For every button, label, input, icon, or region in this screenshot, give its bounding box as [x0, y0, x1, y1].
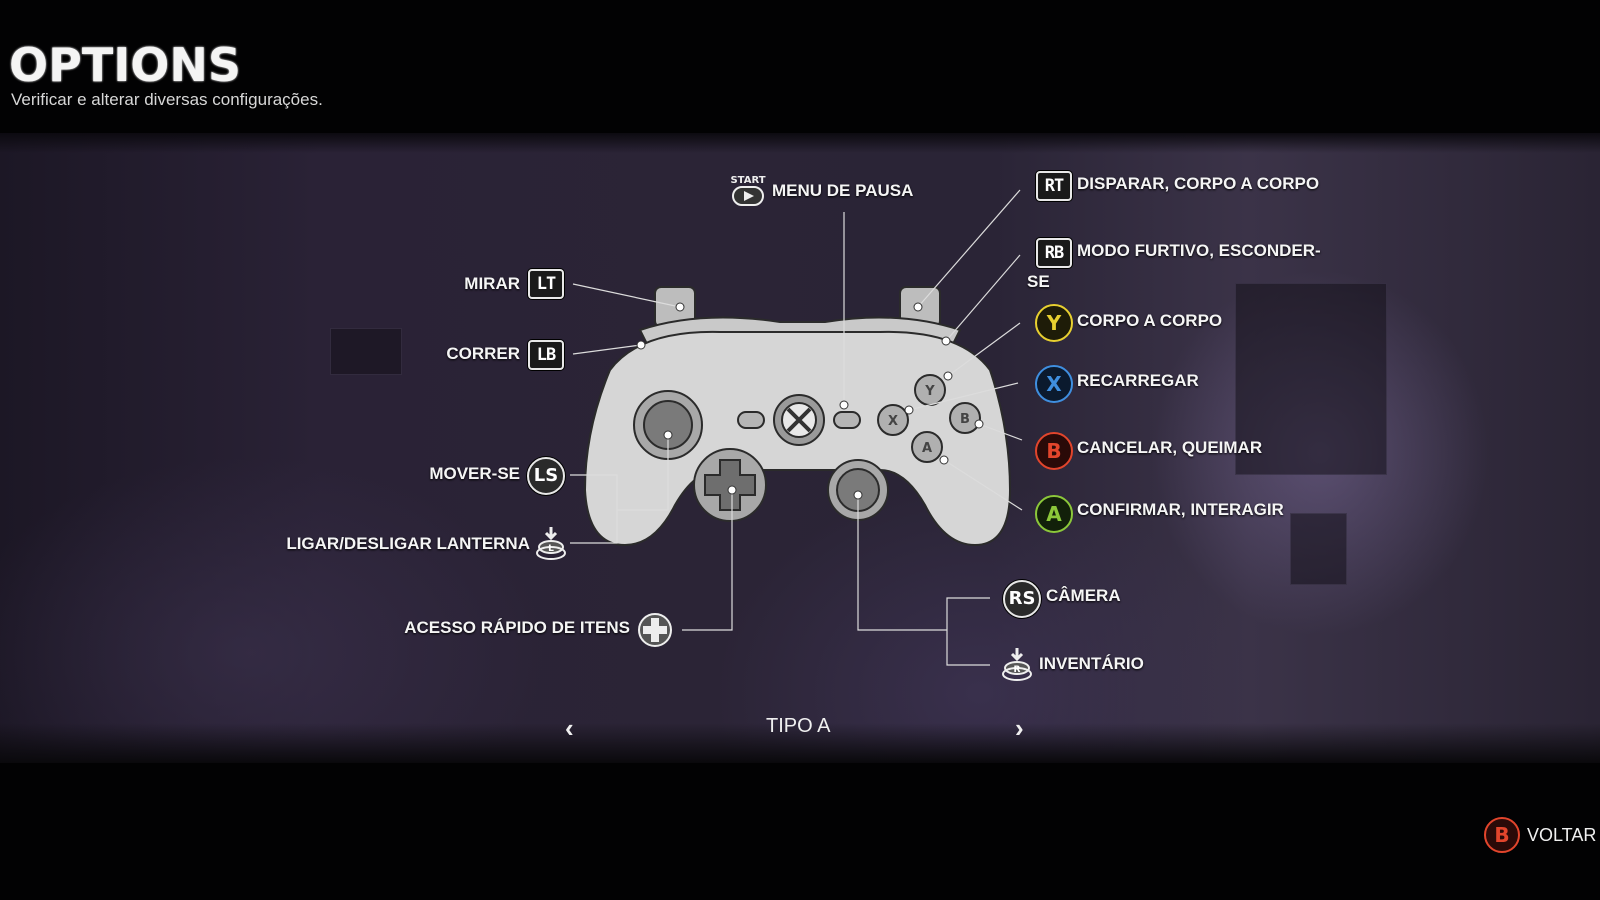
b-button — [949, 402, 981, 434]
rt-icon: RT — [1036, 171, 1072, 201]
ls-icon: LS — [527, 457, 565, 495]
rs-icon: RS — [1003, 580, 1041, 618]
svg-text:R: R — [1014, 665, 1021, 675]
dpad — [704, 459, 756, 511]
label-confirmar: CONFIRMAR, INTERAGIR — [1077, 500, 1284, 519]
lt-icon: LT — [528, 269, 564, 299]
x-button — [877, 404, 909, 436]
scene-shade-bottom — [0, 723, 1600, 763]
label-menu-pausa: MENU DE PAUSA — [772, 181, 914, 200]
bottom-bar — [0, 763, 1600, 900]
svg-text:START: START — [730, 175, 765, 186]
label-mirar: MIRAR — [464, 274, 520, 293]
svg-text:L: L — [548, 544, 554, 554]
lb-icon: LB — [528, 340, 564, 370]
rb-icon: RB — [1036, 238, 1072, 268]
svg-text:Y: Y — [924, 384, 935, 399]
face-glyphs: Y X B A — [888, 384, 970, 456]
chevron-right-icon[interactable]: › — [1015, 713, 1024, 743]
controller-image — [583, 286, 1012, 547]
label-corpo-a-corpo: CORPO A CORPO — [1077, 311, 1223, 330]
a-icon: A — [1035, 495, 1073, 533]
y-icon: Y — [1035, 304, 1073, 342]
label-recarregar: RECARREGAR — [1077, 371, 1199, 390]
chevron-left-icon[interactable]: ‹ — [565, 713, 574, 743]
label-modo-furtivo: MODO FURTIVO, ESCONDER- — [1077, 241, 1321, 260]
label-inventario: INVENTÁRIO — [1039, 654, 1144, 673]
dpad-icon — [638, 613, 672, 647]
leader-lines — [570, 189, 1023, 666]
back-button — [737, 411, 765, 429]
label-modo-furtivo-cont: SE — [1027, 272, 1050, 291]
x-icon: X — [1035, 365, 1073, 403]
back-label[interactable]: VOLTAR — [1527, 825, 1597, 845]
start-icon: START — [730, 175, 766, 206]
svg-text:A: A — [922, 441, 932, 456]
leader-dots — [636, 302, 984, 500]
label-camera: CÂMERA — [1046, 586, 1121, 605]
scene-shade-top — [0, 133, 1600, 153]
left-stick-click-icon: L — [536, 527, 566, 560]
label-cancelar: CANCELAR, QUEIMAR — [1077, 438, 1263, 457]
page-subtitle: Verificar e alterar diversas configuraçõ… — [11, 90, 323, 109]
label-acesso-rapido: ACESSO RÁPIDO DE ITENS — [404, 618, 630, 637]
label-lanterna: LIGAR/DESLIGAR LANTERNA — [286, 534, 530, 553]
start-button — [833, 411, 861, 429]
background-frame — [330, 328, 402, 375]
svg-text:B: B — [960, 412, 970, 427]
label-disparar: DISPARAR, CORPO A CORPO — [1077, 174, 1320, 193]
b-icon: B — [1035, 432, 1073, 470]
a-button — [911, 431, 943, 463]
back-b-icon[interactable]: B — [1484, 817, 1520, 853]
header: OPTIONS Verificar e alterar diversas con… — [0, 0, 1600, 130]
label-mover-se: MOVER-SE — [429, 464, 520, 483]
guide-x — [786, 407, 812, 433]
background-window — [1235, 283, 1387, 475]
svg-text:X: X — [888, 414, 898, 429]
right-stick-click-icon: R — [1002, 648, 1032, 681]
background-vent — [1290, 513, 1347, 585]
label-correr: CORRER — [446, 344, 520, 363]
page-title: OPTIONS — [9, 38, 242, 92]
layout-type-value: TIPO A — [766, 715, 831, 737]
